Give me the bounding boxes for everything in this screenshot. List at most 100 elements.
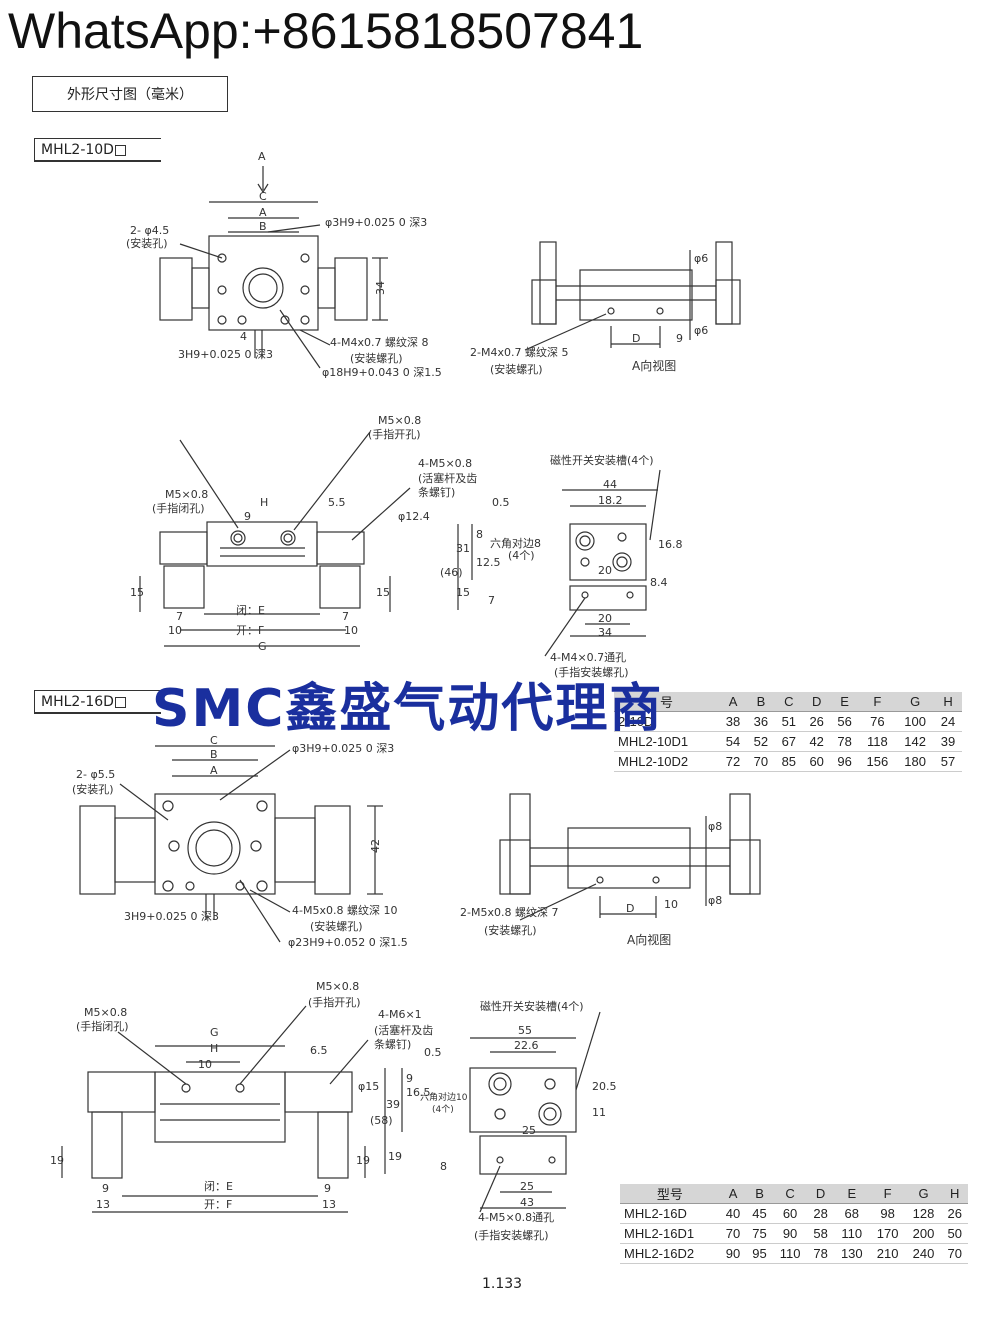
- dim-label: 8.4: [650, 576, 668, 589]
- whatsapp-contact: WhatsApp:+8615818507841: [8, 3, 644, 59]
- dim-label: 44: [603, 478, 617, 491]
- table-cell: 240: [905, 1243, 942, 1264]
- m1-end-view: [457, 469, 661, 657]
- view-label: A向视图: [627, 932, 671, 947]
- table-cell: 68: [833, 1203, 870, 1224]
- dim-label: 8: [440, 1160, 447, 1173]
- table-cell: 45: [746, 1203, 773, 1224]
- dim-label: 25: [522, 1124, 536, 1137]
- column-header: B: [746, 692, 775, 712]
- dim-label: D: [632, 332, 640, 345]
- table-cell: 50: [941, 1223, 968, 1244]
- column-header: D: [802, 692, 831, 712]
- table-cell: 42: [802, 731, 831, 752]
- dim-label: G: [258, 640, 267, 653]
- dim-label: H: [210, 1042, 218, 1055]
- dim-label: 9: [102, 1182, 109, 1195]
- dim-label: 闭：E: [204, 1180, 233, 1193]
- dim-label: 2- φ5.5: [76, 768, 115, 781]
- table-row: MHL2-16D2 90 95 110 78 130 210 240 70: [620, 1243, 968, 1264]
- column-header: C: [772, 1184, 808, 1204]
- table-cell: 72: [719, 751, 747, 772]
- dim-label: 31: [456, 542, 470, 555]
- table-header-row: 号 A B C D E F G H: [614, 692, 962, 712]
- table-cell: 76: [858, 711, 897, 732]
- dim-label: 2-M5x0.8 螺纹深 7: [460, 905, 558, 919]
- note-label: (手指闭孔): [152, 501, 205, 515]
- table-cell: MHL2-10D2: [614, 751, 720, 772]
- note-label: 磁性开关安装槽(4个): [550, 453, 654, 467]
- column-header: F: [869, 1184, 906, 1204]
- column-header: B: [746, 1184, 773, 1204]
- dim-label: 3H9+0.025 0 深3: [178, 348, 273, 361]
- table-cell: 70: [719, 1223, 747, 1244]
- dim-label: G: [210, 1026, 219, 1039]
- m2-side-view: [499, 793, 761, 921]
- table-cell: 26: [802, 711, 831, 732]
- dim-label: A: [210, 764, 218, 777]
- dim-label: (58): [370, 1114, 393, 1127]
- dim-label: A: [259, 206, 267, 219]
- dim-label: 9: [324, 1182, 331, 1195]
- table-cell: MHL2-16D: [620, 1203, 720, 1224]
- section-title: 外形尺寸图（毫米）: [32, 76, 228, 112]
- dim-label: φ6: [694, 324, 708, 337]
- dim-label: φ12.4: [398, 510, 430, 523]
- table-cell: 210: [869, 1243, 906, 1264]
- square-icon: [114, 696, 126, 708]
- dim-label: 4-M4x0.7 螺纹深 8: [330, 335, 428, 349]
- dim-label: 7: [488, 594, 495, 607]
- table-cell: 96: [830, 751, 859, 772]
- dim-label: C: [210, 734, 218, 747]
- table-cell: 39: [934, 731, 962, 752]
- dim-label: 2- φ4.5: [130, 224, 169, 237]
- dim-label: 2-M4x0.7 螺纹深 5: [470, 345, 568, 359]
- dim-label: D: [626, 902, 634, 915]
- dim-label: φ3H9+0.025 0 深3: [325, 216, 427, 229]
- divider: [34, 712, 161, 714]
- dim-label: 12.5: [476, 556, 501, 569]
- table-cell: 51: [774, 711, 803, 732]
- dim-label: 3H9+0.025 0 深3: [124, 910, 219, 923]
- dim-label: 9: [406, 1072, 413, 1085]
- page-number: 1.133: [482, 1276, 523, 1292]
- dim-label: H: [260, 496, 268, 509]
- note-label: (4个): [432, 1104, 454, 1115]
- table-header-row: 型号 A B C D E F G H: [620, 1184, 968, 1204]
- table-cell: 142: [896, 731, 935, 752]
- column-header: 型号: [620, 1184, 720, 1204]
- dim-label: C: [259, 190, 267, 203]
- table-row: MHL2-16D1 70 75 90 58 110 170 200 50: [620, 1223, 968, 1244]
- dim-label: B: [210, 748, 218, 761]
- table-cell: 110: [833, 1223, 870, 1244]
- table-row: MHL2-16D 40 45 60 28 68 98 128 26: [620, 1203, 968, 1224]
- table-cell: 156: [858, 751, 897, 772]
- divider: [34, 160, 161, 162]
- dim-label: 20: [598, 564, 612, 577]
- dim-label: 闭：E: [236, 604, 265, 617]
- arrow-label: A: [258, 150, 266, 163]
- table-cell: 170: [869, 1223, 906, 1244]
- note-label: (安装孔): [126, 236, 168, 250]
- dim-label: φ8: [708, 894, 722, 907]
- table-cell: 40: [719, 1203, 747, 1224]
- dim-label: 8: [476, 528, 483, 541]
- table-cell: 57: [934, 751, 962, 772]
- table-cell: 2-10D: [614, 711, 720, 732]
- dim-label: 19: [356, 1154, 370, 1167]
- dim-label: φ23H9+0.052 0 深1.5: [288, 936, 408, 949]
- table-cell: 58: [807, 1223, 834, 1244]
- m1-top-view: [159, 166, 388, 369]
- note-label: 条螺钉): [374, 1037, 411, 1051]
- dim-label: 4-M6×1: [378, 1008, 422, 1021]
- note-label: (活塞杆及齿: [418, 471, 477, 485]
- dim-label: 15: [456, 586, 470, 599]
- table-cell: 90: [772, 1223, 808, 1244]
- column-header: F: [858, 692, 897, 712]
- table-cell: 36: [746, 711, 775, 732]
- table-cell: MHL2-16D1: [620, 1223, 720, 1244]
- column-header: H: [934, 692, 962, 712]
- table-cell: 90: [719, 1243, 747, 1264]
- dim-label: 13: [322, 1198, 336, 1211]
